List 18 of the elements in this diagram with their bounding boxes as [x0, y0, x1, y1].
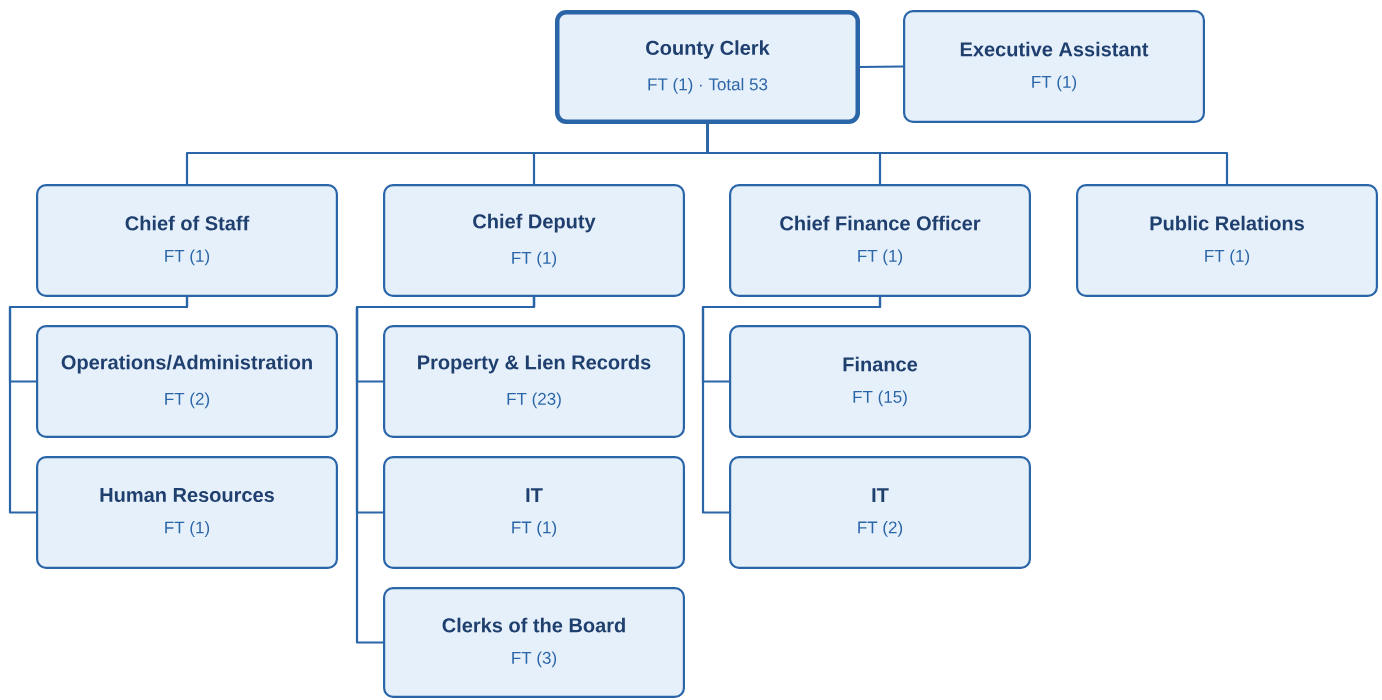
connector-line: [860, 65, 904, 69]
org-box: Chief Finance Officer FT (1): [729, 184, 1031, 297]
connector-line: [701, 297, 882, 514]
connector-line: [8, 297, 189, 514]
org-box: IT FT (2): [729, 456, 1031, 569]
org-box: Public Relations FT (1): [1076, 184, 1378, 297]
org-box: Chief of Staff FT (1): [36, 184, 338, 297]
org-box: Clerks of the Board FT (3): [383, 587, 685, 698]
org-box: Finance FT (15): [729, 325, 1031, 438]
org-box: County Clerk FT (1) · Total 53: [555, 10, 860, 124]
org-box: Executive Assistant FT (1): [903, 10, 1205, 123]
connector-line: [355, 297, 536, 644]
org-box: Operations/Administration FT (2): [36, 325, 338, 438]
org-box: Human Resources FT (1): [36, 456, 338, 569]
org-box: IT FT (1): [383, 456, 685, 569]
connector-line: [706, 124, 1229, 184]
org-box: Property & Lien Records FT (23): [383, 325, 685, 438]
org-box: Chief Deputy FT (1): [383, 184, 685, 297]
